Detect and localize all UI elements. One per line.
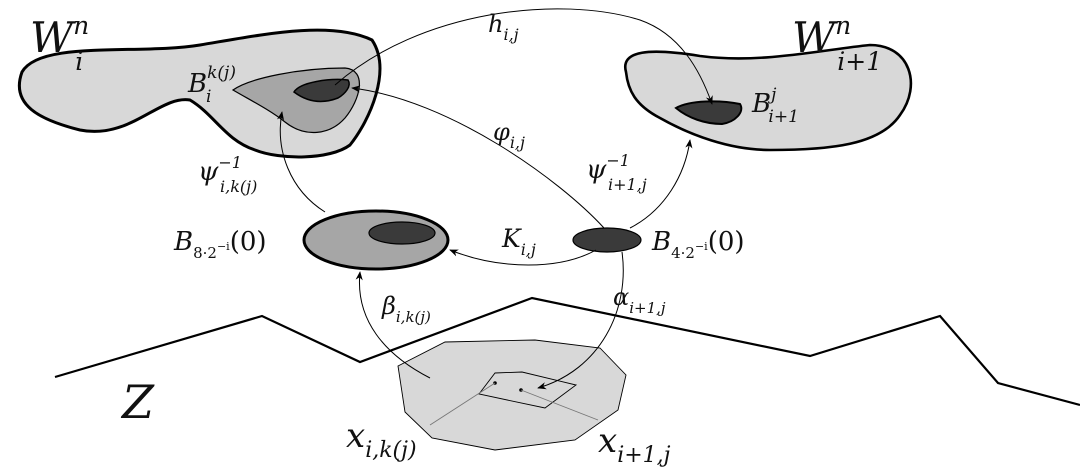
zigzag-line-z (54, 296, 1080, 407)
arrow-psi-left (276, 111, 326, 213)
label-alpha: αi+1,j (613, 283, 666, 317)
dark-set-right (674, 100, 743, 126)
label-h: hi,j (488, 10, 519, 44)
label-b8: B8·2−i(0) (173, 227, 267, 262)
label-b-i-kj: Bk(j)i (187, 63, 236, 107)
disk-b4 (572, 227, 642, 253)
leader-x-right (520, 389, 599, 421)
label-x-right: xi+1,j (598, 421, 671, 468)
polygon-z-inner (478, 371, 578, 409)
label-phi: φi,j (493, 118, 525, 152)
arrow-h (334, 8, 713, 105)
arrow-beta (355, 271, 431, 379)
label-z: Z (120, 375, 155, 429)
arrow-k (449, 249, 597, 266)
label-beta: βi,k(j) (381, 292, 431, 326)
disk-b8-inner (368, 221, 436, 245)
label-k: Ki,j (501, 224, 536, 259)
label-x-left: xi,k(j) (346, 416, 417, 463)
arrow-alpha (537, 251, 624, 390)
leader-x-left (429, 382, 496, 426)
blob-w-i-plus-1 (623, 43, 913, 152)
arrow-psi-right (629, 139, 693, 229)
label-b4: B4·2−i(0) (651, 227, 745, 262)
arrow-phi (351, 85, 605, 229)
